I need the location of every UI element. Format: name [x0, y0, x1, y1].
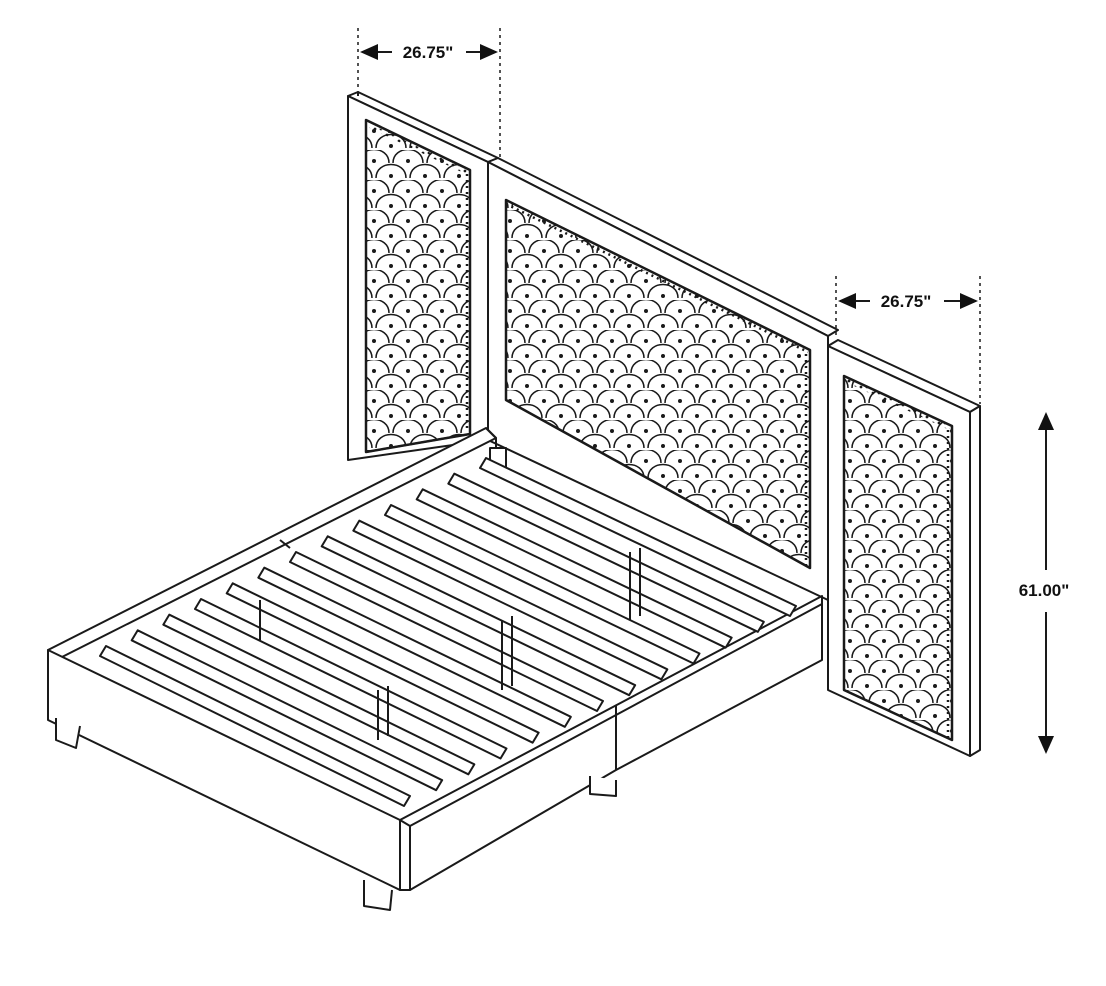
bed-slat	[415, 488, 733, 649]
dimension-guides	[357, 28, 981, 404]
bed-slat	[99, 645, 411, 807]
left-panel-width-label: 26.75"	[403, 43, 454, 62]
bed-slats	[99, 457, 797, 807]
right-wing-panel	[827, 339, 981, 757]
bed-slat	[257, 566, 572, 728]
right-panel-width-label: 26.75"	[881, 292, 932, 311]
center-headboard	[487, 157, 839, 601]
bed-slat	[384, 504, 701, 665]
bed-slat	[320, 535, 637, 697]
panel-height-label: 61.00"	[1019, 581, 1070, 600]
center-supports	[259, 548, 641, 740]
bed-slat	[162, 613, 476, 776]
bed-slat	[289, 551, 604, 712]
bed-slat	[352, 519, 669, 681]
bed-slat	[479, 457, 797, 617]
bed-slat	[447, 472, 765, 633]
dimension-arrows	[360, 44, 1054, 754]
bed-slat	[130, 629, 444, 792]
bed-slat	[225, 582, 540, 744]
bed-slat	[194, 598, 508, 760]
left-wing-panel	[347, 91, 499, 461]
